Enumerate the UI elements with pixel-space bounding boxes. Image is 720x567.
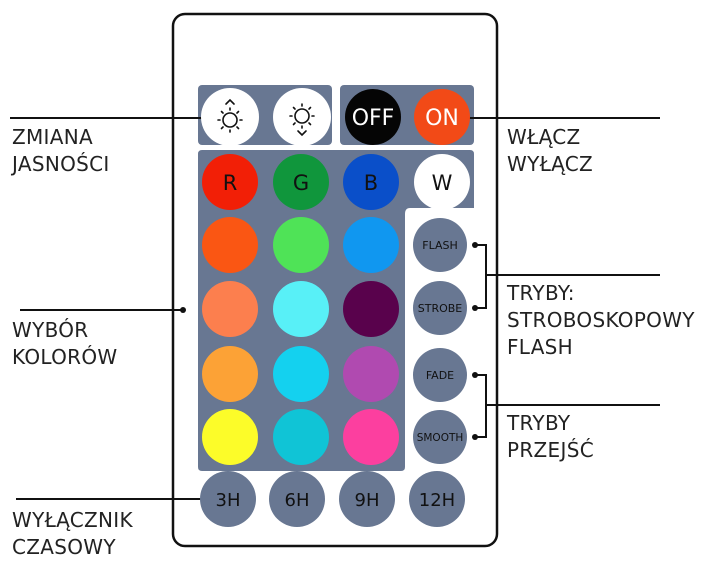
on-button-circle [414, 89, 470, 145]
timer-9h-button[interactable]: 9H [339, 471, 395, 527]
brightness-annotation-line2: JASNOŚCI [12, 152, 110, 176]
timer-6h-circle [269, 471, 325, 527]
flash-label: FLASH [422, 239, 458, 252]
white-button[interactable]: W [414, 154, 470, 210]
color-button-r3c3[interactable] [343, 346, 399, 402]
color-button-r1c2[interactable] [273, 217, 329, 273]
green-button-circle [273, 154, 329, 210]
smooth-button[interactable]: SMOOTH [413, 410, 467, 464]
smooth-label: SMOOTH [417, 432, 464, 444]
white-label: W [432, 171, 453, 195]
color-button-r3c2[interactable] [273, 346, 329, 402]
white-button-circle [414, 154, 470, 210]
brightness-annotation-line1: ZMIANA [12, 125, 93, 149]
power-annotation-line2: WYŁĄCZ [507, 152, 594, 176]
off-button[interactable]: OFF [345, 89, 401, 145]
strobe-modes-annotation-line2: STROBOSKOPOWY [507, 308, 695, 332]
blue-button[interactable]: B [343, 154, 399, 210]
transition-modes-annotation-line1: TRYBY [507, 411, 571, 435]
off-label: OFF [352, 106, 395, 131]
red-label: R [223, 171, 238, 195]
timer-12h-circle [409, 471, 465, 527]
timer-3h-label: 3H [216, 490, 241, 511]
color-button-r4c2[interactable] [273, 409, 329, 465]
timer-annotation-line1: WYŁĄCZNIK [12, 508, 133, 532]
timer-annotation-line2: CZASOWY [12, 535, 116, 559]
color-button-r4c1[interactable] [202, 409, 258, 465]
green-button[interactable]: G [273, 154, 329, 210]
color-grid [202, 217, 399, 465]
fade-button-circle [413, 348, 467, 402]
brightness-up-button[interactable] [273, 88, 331, 146]
timer-3h-circle [200, 471, 256, 527]
timer-6h-label: 6H [285, 490, 310, 511]
blue-button-circle [343, 154, 399, 210]
timer-3h-button[interactable]: 3H [200, 471, 256, 527]
color-button-r2c2[interactable] [273, 281, 329, 337]
power-annotation: WŁĄCZ WYŁĄCZ [507, 124, 593, 178]
smooth-button-circle [413, 410, 467, 464]
strobe-label: STROBE [418, 302, 463, 315]
color-button-r3c1[interactable] [202, 346, 258, 402]
color-button-r2c3[interactable] [343, 281, 399, 337]
timer-12h-label: 12H [419, 490, 455, 511]
strobe-button[interactable]: STROBE [413, 281, 467, 335]
blue-label: B [364, 171, 378, 195]
color-button-r1c3[interactable] [343, 217, 399, 273]
colors-annotation-line1: WYBÓR [12, 318, 89, 342]
red-button[interactable]: R [202, 154, 258, 210]
strobe-modes-annotation-line3: FLASH [507, 335, 574, 359]
on-button[interactable]: ON [414, 89, 470, 145]
flash-button[interactable]: FLASH [413, 218, 467, 272]
color-panel [198, 150, 474, 471]
on-label: ON [425, 106, 459, 131]
brightness-up-icon [289, 103, 315, 137]
red-button-circle [202, 154, 258, 210]
brightness-down-button[interactable] [201, 88, 259, 146]
timer-12h-button[interactable]: 12H [409, 471, 465, 527]
brightness-down-icon [217, 98, 243, 133]
transition-modes-annotation: TRYBY PRZEJŚĆ [507, 410, 594, 464]
flash-button-circle [413, 218, 467, 272]
green-label: G [293, 171, 309, 195]
fade-label: FADE [426, 369, 454, 382]
colors-annotation-line2: KOLORÓW [12, 345, 118, 369]
brightness-annotation: ZMIANA JASNOŚCI [12, 124, 110, 178]
strobe-modes-annotation-line1: TRYBY: [507, 281, 575, 305]
power-annotation-line1: WŁĄCZ [507, 125, 581, 149]
color-button-r2c1[interactable] [202, 281, 258, 337]
timer-annotation: WYŁĄCZNIK CZASOWY [12, 507, 133, 561]
leader-lines [10, 117, 660, 500]
strobe-button-circle [413, 281, 467, 335]
transition-modes-annotation-line2: PRZEJŚĆ [507, 438, 594, 462]
timer-6h-button[interactable]: 6H [269, 471, 325, 527]
strobe-modes-annotation: TRYBY: STROBOSKOPOWY FLASH [507, 280, 695, 361]
color-button-r1c1[interactable] [202, 217, 258, 273]
colors-annotation: WYBÓR KOLORÓW [12, 317, 117, 371]
timer-9h-label: 9H [355, 490, 380, 511]
fade-button[interactable]: FADE [413, 348, 467, 402]
timer-9h-circle [339, 471, 395, 527]
off-button-circle [345, 89, 401, 145]
color-button-r4c3[interactable] [343, 409, 399, 465]
